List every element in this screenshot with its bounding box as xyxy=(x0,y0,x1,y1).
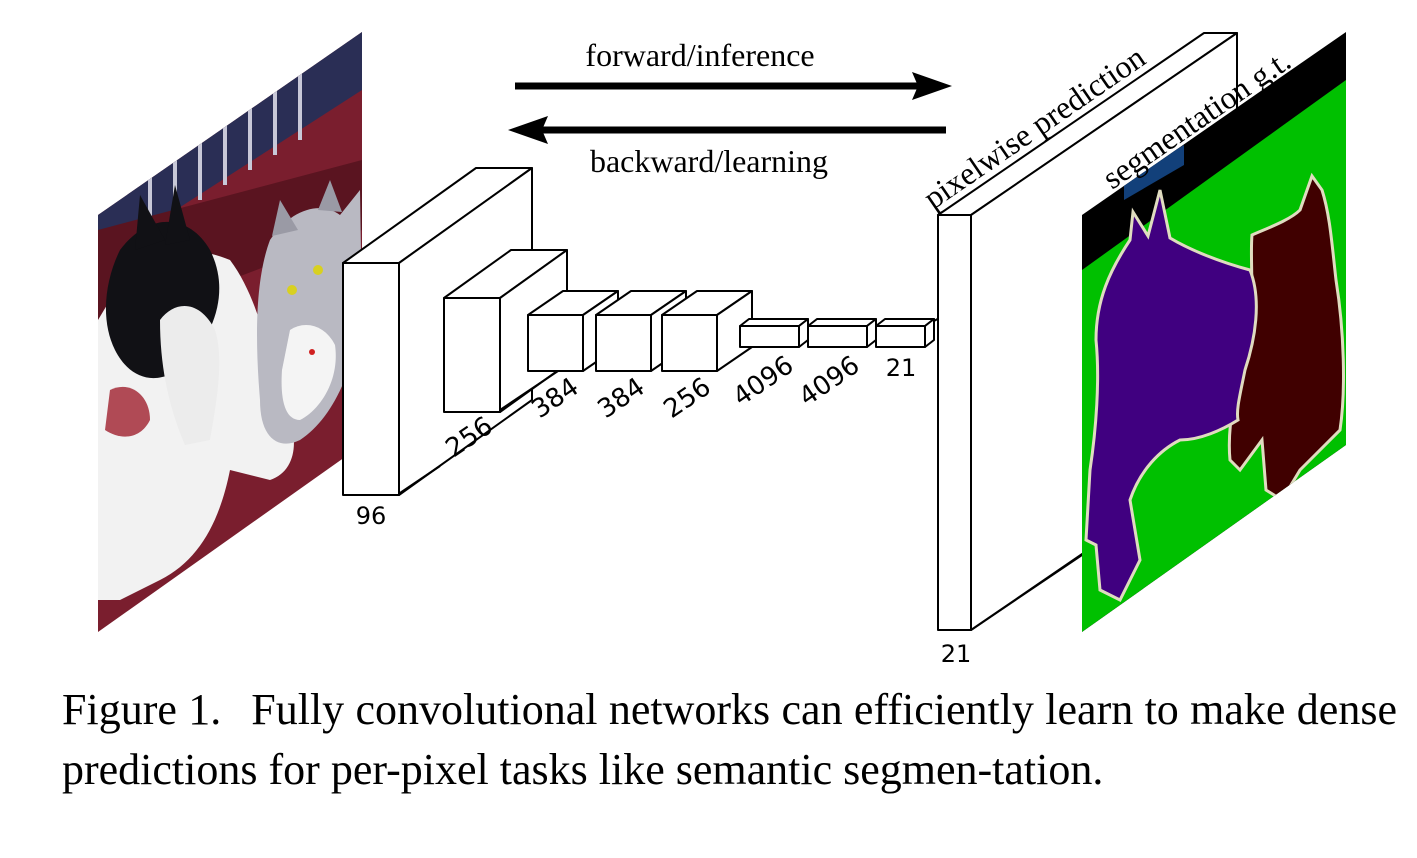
layer-block-21 xyxy=(875,318,935,348)
backward-label: backward/learning xyxy=(590,143,828,179)
layer-label-256-b: 256 xyxy=(659,372,717,425)
layer-block-4096-a xyxy=(739,318,809,348)
layer-label-96: 96 xyxy=(356,502,387,530)
forward-label: forward/inference xyxy=(585,37,814,73)
seg-dog xyxy=(1084,189,1258,603)
forward-arrow xyxy=(515,72,952,100)
layer-label-21: 21 xyxy=(886,354,917,382)
caption-text: Fully convolutional networks can efficie… xyxy=(62,685,1397,794)
layer-block-4096-b xyxy=(807,318,877,348)
figure-number: Figure 1. xyxy=(62,685,222,734)
backward-arrow xyxy=(508,116,946,144)
layer-block-256-b xyxy=(661,290,753,372)
layer-label-4096-b: 4096 xyxy=(794,350,866,412)
input-image xyxy=(98,32,362,632)
figure-caption: Figure 1.Fully convolutional networks ca… xyxy=(62,680,1397,800)
output-channels-label: 21 xyxy=(941,640,972,668)
layer-label-4096-a: 4096 xyxy=(728,350,800,412)
seg-sofa xyxy=(1124,145,1184,200)
layer-label-384-b: 384 xyxy=(593,372,651,425)
layer-block-256 xyxy=(443,249,568,413)
